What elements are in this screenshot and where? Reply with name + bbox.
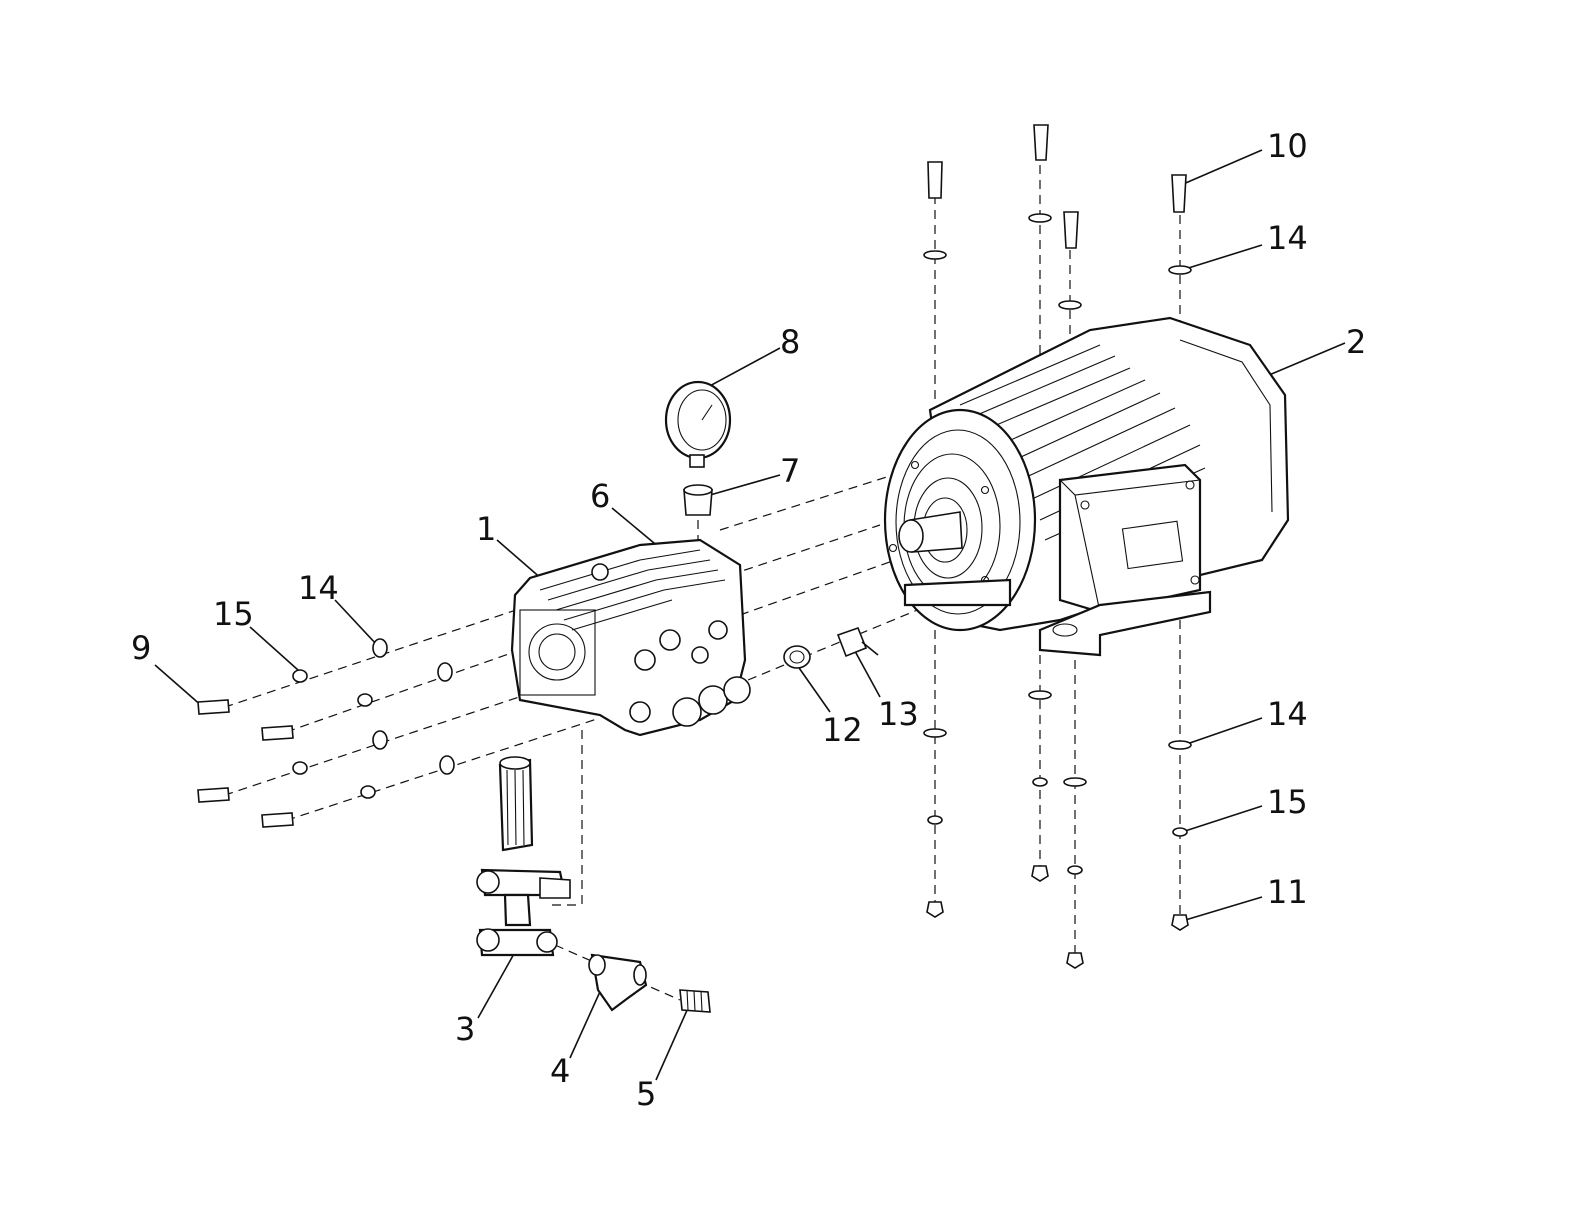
leader-9 (154, 664, 204, 708)
leader-1 (496, 539, 544, 581)
callout-14-left: 14 (298, 569, 339, 607)
leader-14b (1181, 244, 1263, 271)
callout-9: 9 (131, 629, 152, 667)
callout-3: 3 (455, 1010, 476, 1048)
strainer-and-nipple (588, 953, 711, 1013)
leader-8 (705, 347, 781, 389)
leader-6 (611, 507, 661, 549)
callout-11: 11 (1267, 873, 1308, 911)
callout-6: 6 (590, 477, 611, 515)
callout-4: 4 (550, 1052, 571, 1090)
leader-11 (1181, 896, 1263, 922)
leader-14a (334, 599, 378, 646)
leader-12 (796, 664, 831, 713)
unloader-valve (476, 756, 571, 957)
callout-7: 7 (780, 452, 801, 490)
callout-5: 5 (636, 1075, 657, 1113)
pressure-gauge (664, 380, 732, 516)
leader-4 (569, 984, 604, 1059)
leader-15a (249, 626, 299, 671)
callout-10: 10 (1267, 127, 1308, 165)
callout-14-bottom: 14 (1267, 695, 1308, 733)
leader-15b (1181, 805, 1263, 833)
callout-8: 8 (780, 323, 801, 361)
leader-5 (655, 1007, 689, 1081)
fastener-hardware (197, 124, 1192, 969)
leader-3 (477, 951, 516, 1019)
callout-15-left: 15 (213, 595, 254, 633)
pump-body (510, 538, 751, 737)
electric-motor (883, 316, 1290, 657)
callout-13: 13 (878, 695, 919, 733)
fittings (783, 626, 879, 669)
leader-14c (1183, 717, 1263, 746)
callout-14-top: 14 (1267, 219, 1308, 257)
callout-1: 1 (476, 510, 497, 548)
callout-2: 2 (1346, 323, 1367, 361)
leader-10 (1180, 149, 1263, 186)
leader-7 (702, 474, 781, 498)
callout-15-bottom: 15 (1267, 783, 1308, 821)
callout-12: 12 (822, 711, 863, 749)
leader-2 (1261, 342, 1346, 379)
